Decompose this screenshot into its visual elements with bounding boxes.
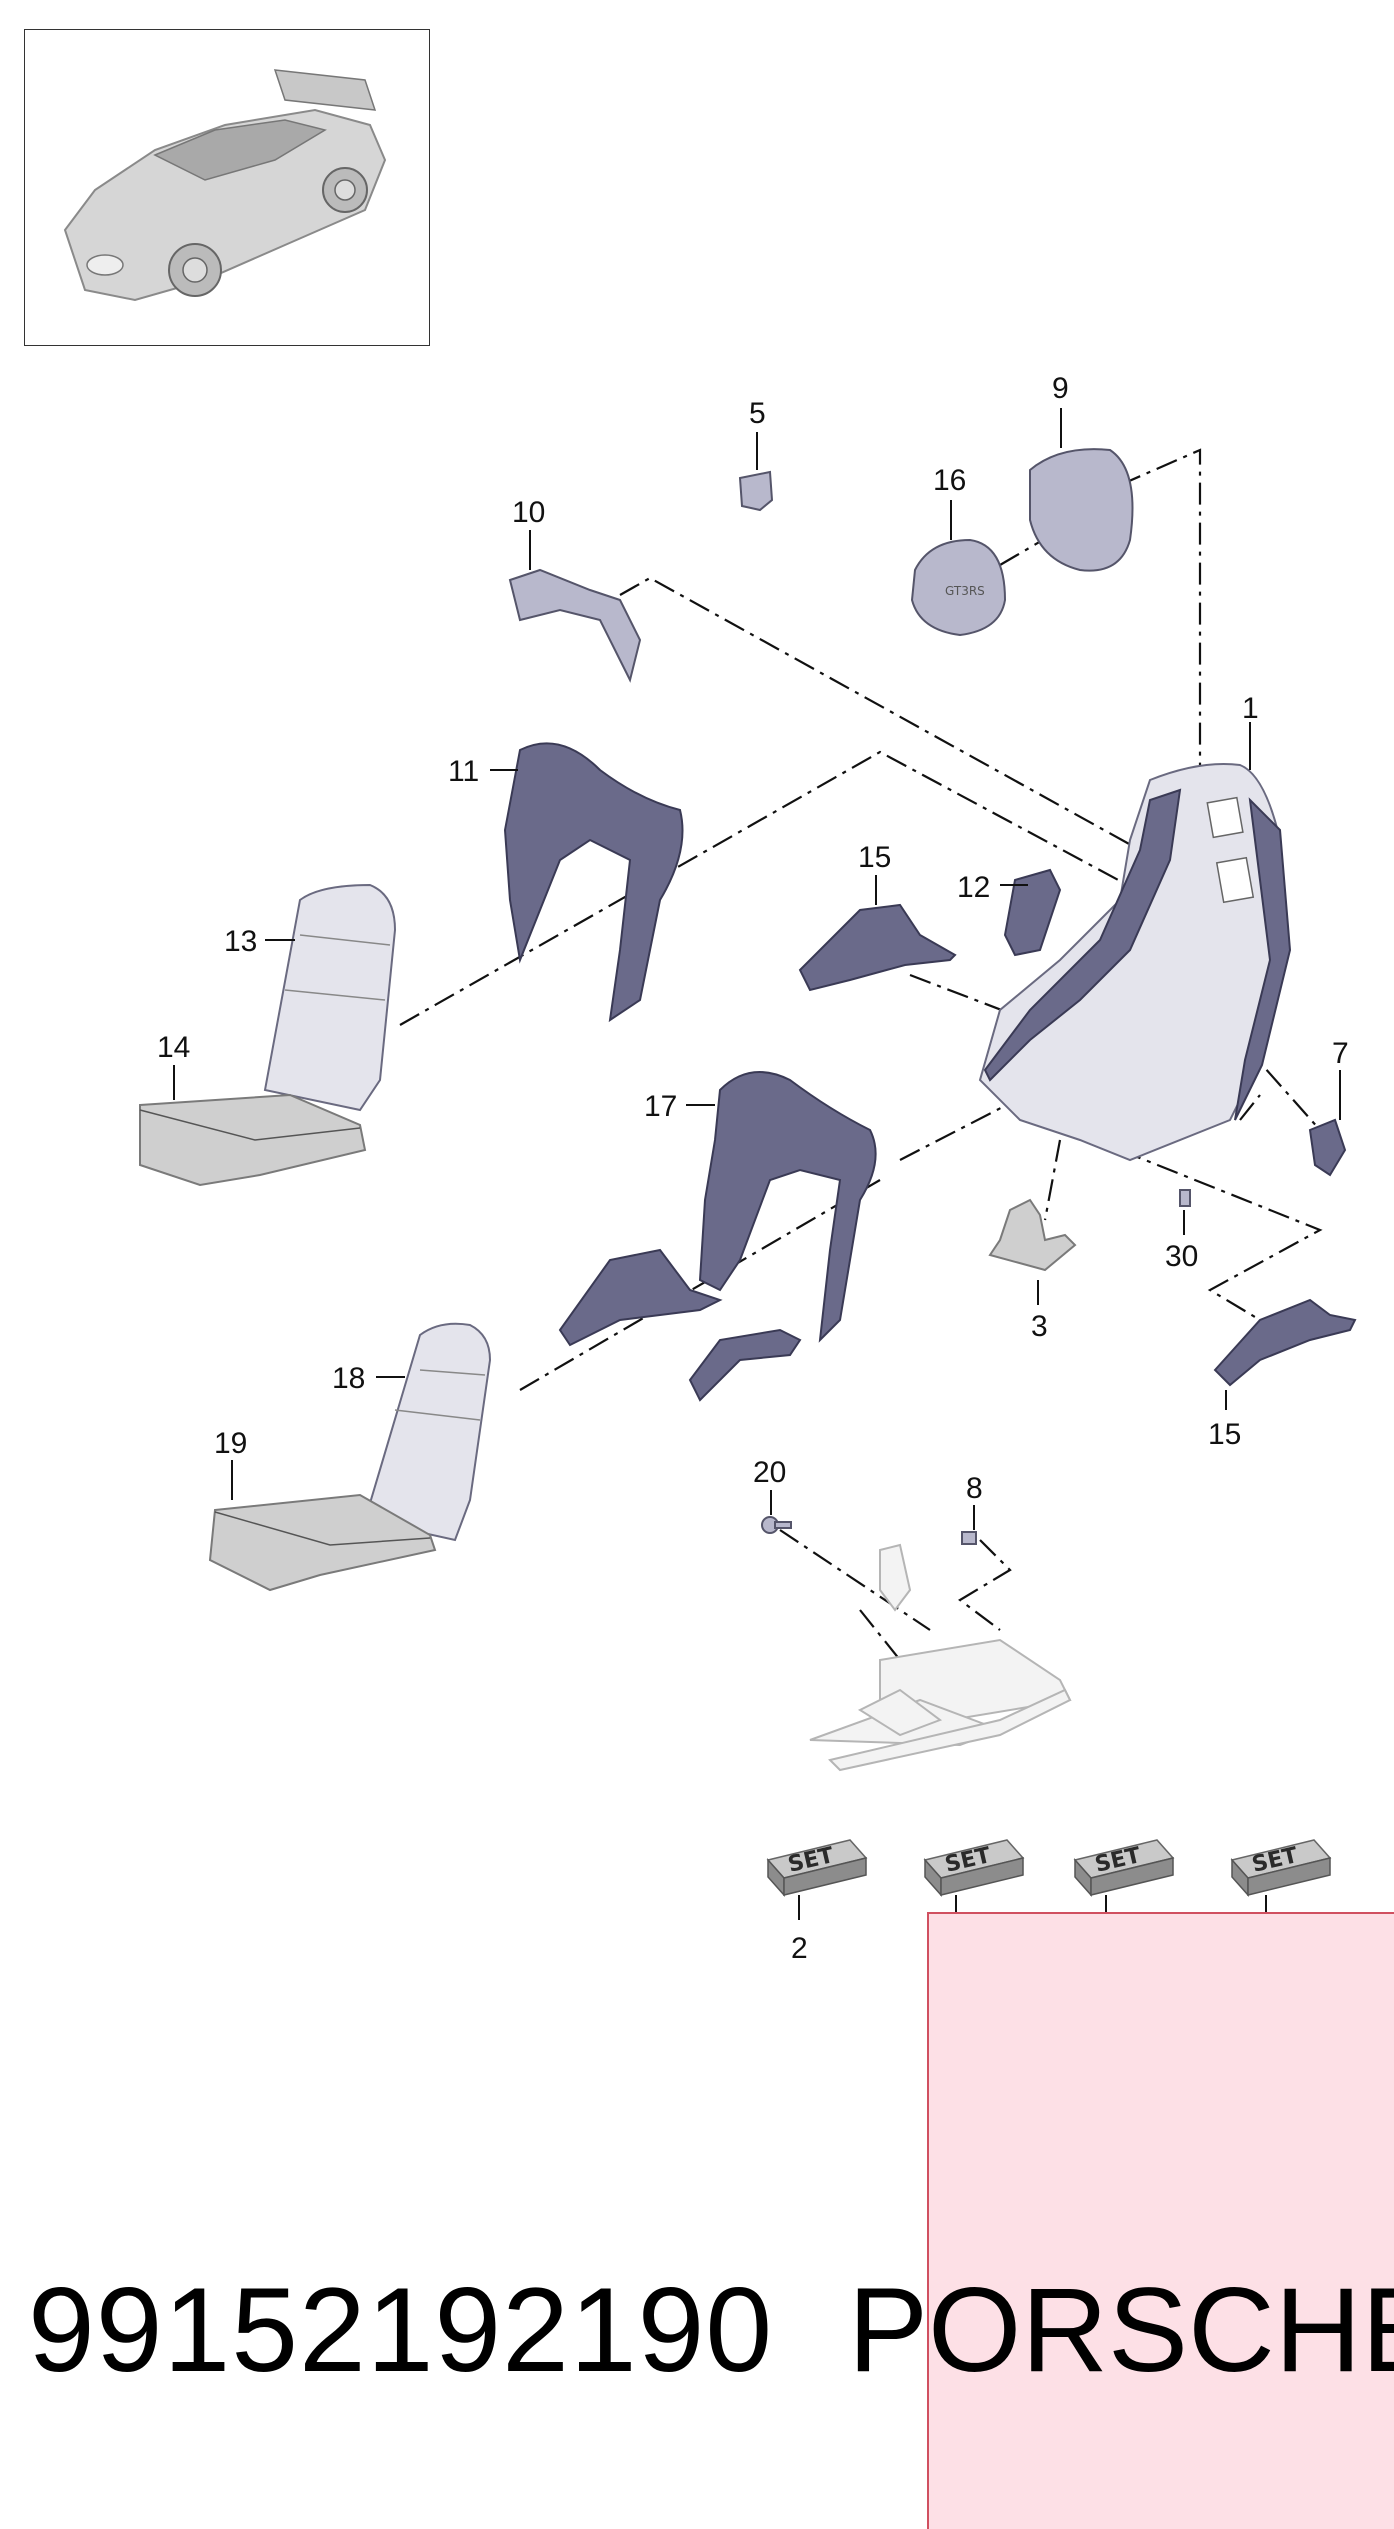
leader-lines [173, 408, 1341, 1920]
callout-30: 30 [1165, 1240, 1198, 1273]
part-15-bolster-cover-lower [1213, 1298, 1357, 1387]
set-box-6: SET [923, 1839, 1025, 1897]
callout-15b: 15 [1208, 1418, 1241, 1451]
part-11-backrest-trim [503, 742, 684, 1023]
callout-14: 14 [157, 1031, 190, 1064]
callout-17: 17 [644, 1090, 677, 1123]
part-20-bolt [761, 1516, 792, 1534]
callout-11: 11 [448, 755, 479, 788]
callout-15a: 15 [858, 841, 891, 874]
part-number-label: 99152192190 [28, 2263, 774, 2397]
part-30-screw [1179, 1189, 1191, 1207]
part-18-backrest-cushion [363, 1322, 492, 1542]
vehicle-thumbnail-car [63, 69, 387, 302]
part-10-side-trim [508, 568, 642, 683]
part-1-seat-shell [978, 763, 1292, 1162]
svg-text:GT3RS: GT3RS [945, 584, 985, 598]
part-19-seat-cushion [208, 1493, 437, 1592]
callout-18: 18 [332, 1362, 365, 1395]
part-15-bolster-cover-upper [798, 903, 957, 992]
callout-8: 8 [966, 1472, 983, 1505]
part-17-backrest-trim [558, 1071, 877, 1402]
part-16-emblem-panel: GT3RS [910, 538, 1007, 637]
callout-10: 10 [512, 496, 545, 529]
callout-2: 2 [791, 1932, 808, 1965]
callout-7: 7 [1332, 1037, 1349, 1070]
set-box-32: SET [1230, 1839, 1332, 1897]
callout-20: 20 [753, 1456, 786, 1489]
callout-5: 5 [749, 397, 766, 430]
part-13-backrest-cushion [263, 883, 397, 1112]
brand-label: PORSCHE [848, 2263, 1394, 2397]
callout-9: 9 [1052, 372, 1069, 405]
highlight-overlay [927, 1912, 1394, 2529]
vehicle-thumbnail-frame [24, 29, 430, 346]
part-8-nut [961, 1531, 977, 1545]
part-12-insert [1003, 868, 1062, 957]
set-box-2: SET [766, 1839, 868, 1897]
callout-3: 3 [1031, 1310, 1048, 1343]
part-3-bracket [988, 1198, 1077, 1272]
callout-16: 16 [933, 464, 966, 497]
set-box-31: SET [1073, 1839, 1175, 1897]
part-7-clip [1308, 1118, 1347, 1177]
seat-rail-assembly [809, 1543, 1072, 1772]
part-5-clip [738, 470, 774, 512]
callout-12: 12 [957, 871, 990, 904]
callout-1: 1 [1242, 692, 1259, 725]
part-14-seat-cushion [139, 1093, 367, 1187]
callout-13: 13 [224, 925, 257, 958]
callout-19: 19 [214, 1427, 247, 1460]
part-9-headrest-cover [1029, 448, 1134, 572]
